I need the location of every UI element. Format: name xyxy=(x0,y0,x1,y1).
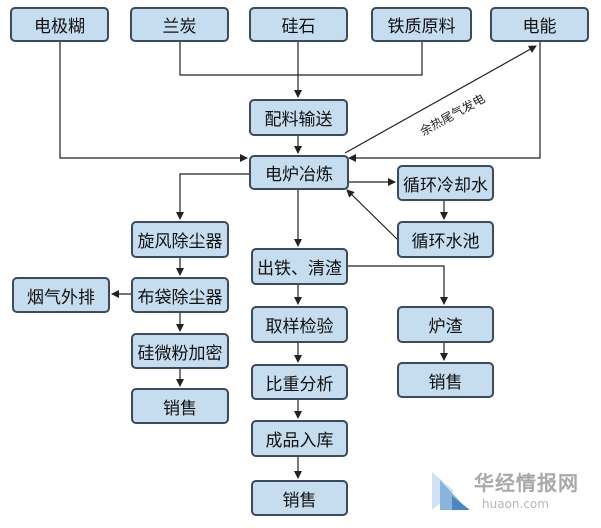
node-silica-fume: 硅微粉加密 xyxy=(131,333,229,369)
watermark-url: huaon.com xyxy=(482,497,549,511)
node-sampling: 取样检验 xyxy=(251,306,348,343)
node-flue-gas-out: 烟气外排 xyxy=(12,277,110,313)
connector-power-smelting xyxy=(348,42,541,162)
node-tapping: 出铁、清渣 xyxy=(251,248,348,285)
node-sales-product: 销售 xyxy=(251,480,348,516)
node-cooling-water: 循环冷却水 xyxy=(397,165,494,201)
node-smelting: 电炉冶炼 xyxy=(249,155,349,190)
connector-smelting-cyclone xyxy=(176,173,249,220)
connector-tapping-slag xyxy=(348,265,448,305)
node-slag: 炉渣 xyxy=(397,306,494,343)
node-water-pool: 循环水池 xyxy=(397,221,494,258)
node-storage: 成品入库 xyxy=(251,420,348,457)
node-batching: 配料输送 xyxy=(249,99,348,136)
connector-pool-smelting xyxy=(346,189,399,241)
watermark-text: 华经情报网 xyxy=(474,471,579,495)
node-electricity: 电能 xyxy=(490,7,589,42)
node-sales-slag: 销售 xyxy=(397,362,494,398)
connector-waste-heat xyxy=(344,45,537,154)
connector-paste-smelting xyxy=(59,42,248,162)
node-coke: 兰炭 xyxy=(130,7,229,42)
connector-coke-ore xyxy=(179,42,423,76)
node-sales-fume: 销售 xyxy=(131,388,229,424)
watermark: 华经情报网 huaon.com xyxy=(430,466,578,516)
node-iron-material: 铁质原料 xyxy=(371,7,472,42)
node-bag-dust: 布袋除尘器 xyxy=(131,277,229,313)
edge-label-waste-heat: 余热尾气发电 xyxy=(417,91,487,139)
node-electrode-paste: 电极糊 xyxy=(10,7,109,42)
node-density: 比重分析 xyxy=(251,364,348,400)
watermark-logo-icon xyxy=(432,472,470,510)
node-silica: 硅石 xyxy=(249,7,348,42)
node-cyclone-dust: 旋风除尘器 xyxy=(131,221,229,258)
